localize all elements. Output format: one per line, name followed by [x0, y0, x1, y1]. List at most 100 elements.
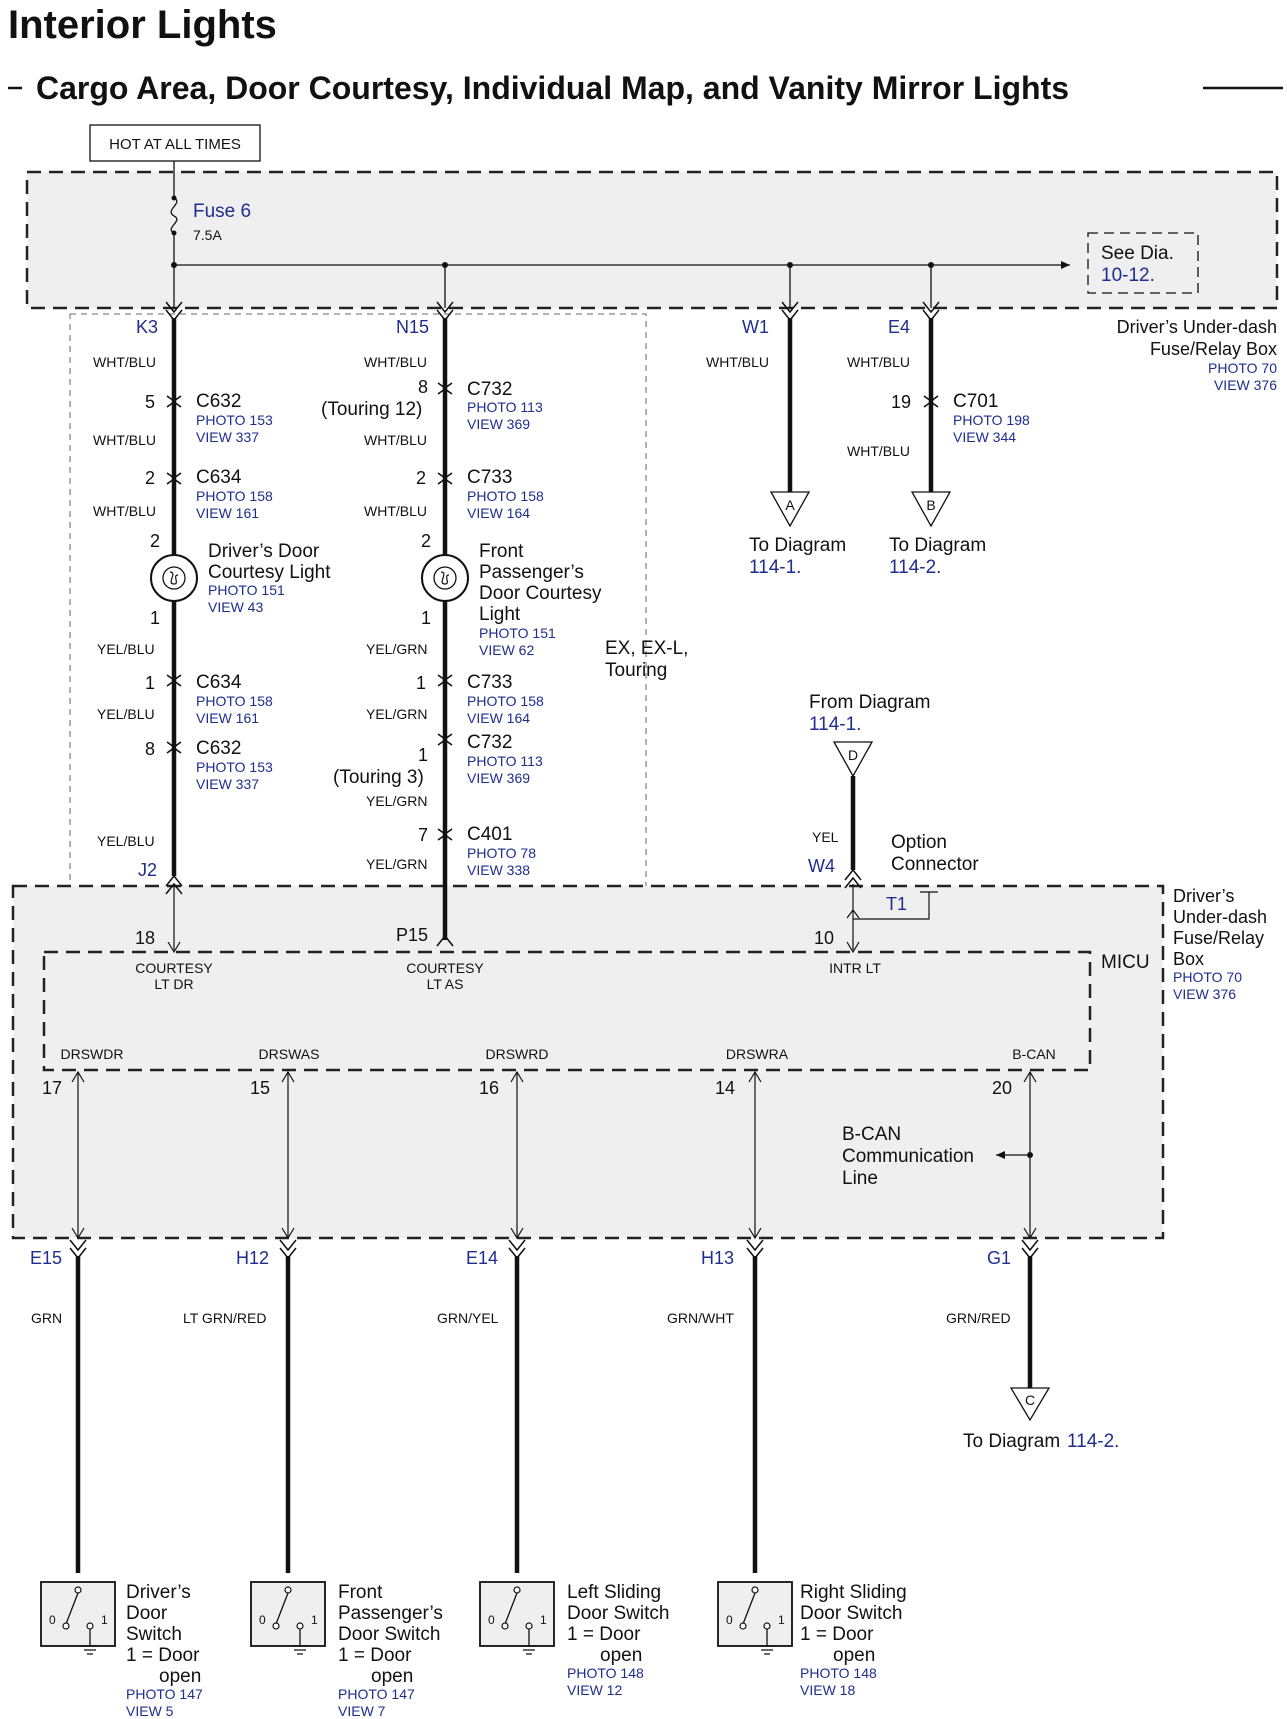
passenger-switch-name-3: Door Switch: [338, 1624, 440, 1645]
switch-pos-1: 1: [778, 1613, 785, 1627]
micu-drswas: DRSWAS: [259, 1046, 320, 1062]
c401-pin-7: 7: [418, 825, 428, 845]
switch-pos-1: 1: [311, 1613, 318, 1627]
light-dr-pin-2: 2: [150, 531, 160, 551]
wire-color-e4: WHT/BLU: [847, 354, 910, 370]
switch-contact: [751, 1586, 759, 1594]
wire-color-yg-3: YEL/GRN: [366, 793, 427, 809]
fuse-name: Fuse 6: [193, 201, 251, 222]
switch-leads: [71, 1070, 1037, 1240]
see-dia-box: [1087, 232, 1199, 294]
passenger-switch-name: Front: [338, 1582, 383, 1603]
c733-photo: PHOTO 158: [467, 488, 544, 504]
right-switch-state: 1 = Door: [800, 1624, 874, 1645]
connector-c632-bottom: [166, 741, 182, 754]
offpage-a-icon: [769, 491, 811, 528]
page-subtitle: Cargo Area, Door Courtesy, Individual Ma…: [36, 70, 1069, 106]
micu-courtesy-lt-dr: COURTESY: [135, 960, 213, 976]
c632-label-2: C632: [196, 738, 241, 759]
driver-light-photo: PHOTO 151: [208, 582, 285, 598]
light-as-pin-1: 1: [421, 608, 431, 628]
switch-contact: [513, 1586, 521, 1594]
passenger-door-light-icon: [421, 554, 469, 602]
micu-drswra: DRSWRA: [726, 1046, 789, 1062]
bulb-icon: [433, 566, 457, 590]
switch-pos-0: 0: [488, 1613, 495, 1627]
driver-switch-state-2: open: [159, 1666, 201, 1687]
passenger-light-photo: PHOTO 151: [479, 625, 556, 641]
pin-h13: H13: [701, 1248, 734, 1268]
micu-courtesy-lt-as-2: LT AS: [427, 976, 464, 992]
relay-box-mid-view: VIEW 376: [1173, 986, 1236, 1002]
bottom-wires: [75, 1256, 1033, 1573]
touring-3: (Touring 3): [333, 767, 424, 788]
bcan-line-label: B-CAN: [842, 1124, 901, 1145]
right-switch-name: Right Sliding: [800, 1582, 907, 1603]
relay-box-mid-name: Driver’s: [1173, 886, 1234, 906]
c634-photo-2: PHOTO 158: [196, 693, 273, 709]
wire-color-c701: WHT/BLU: [847, 443, 910, 459]
wire-color-yb-1: YEL/BLU: [97, 641, 155, 657]
switch-contact: [62, 1622, 70, 1630]
switch-contact: [739, 1622, 747, 1630]
wire-color-yb-3: YEL/BLU: [97, 833, 155, 849]
switch-contact: [272, 1622, 280, 1630]
offpage-c-icon: [1009, 1387, 1051, 1422]
bcan-line-label-2: Communication: [842, 1146, 974, 1167]
driver-light-name-2: Courtesy Light: [208, 562, 331, 583]
terminal-j2: [165, 874, 183, 895]
switch-pos-0: 0: [49, 1613, 56, 1627]
switch-pos-1: 1: [101, 1613, 108, 1627]
to-diagram-c-ref: 114-2.: [1067, 1431, 1119, 1452]
micu-drswdr: DRSWDR: [61, 1046, 124, 1062]
pin-e4: E4: [888, 317, 910, 337]
pin-t1: T1: [886, 894, 907, 914]
c733-view: VIEW 164: [467, 505, 530, 521]
wire-color-w1: WHT/BLU: [706, 354, 769, 370]
offpage-d-letter: D: [848, 747, 858, 763]
light-dr-pin-1: 1: [150, 608, 160, 628]
pin-18: 18: [135, 928, 155, 948]
micu-label: MICU: [1101, 952, 1150, 973]
c701-label: C701: [953, 391, 998, 412]
passenger-switch-photo: PHOTO 147: [338, 1686, 415, 1702]
c701-view: VIEW 344: [953, 429, 1016, 445]
passenger-switch-name-2: Passenger’s: [338, 1603, 443, 1624]
pin-w4: W4: [808, 856, 835, 876]
passenger-switch-view: VIEW 7: [338, 1703, 386, 1719]
left-switch-name-2: Door Switch: [567, 1603, 669, 1624]
pin-17: 17: [42, 1078, 62, 1098]
wire-color-c733: WHT/BLU: [364, 503, 427, 519]
c632-photo-2: PHOTO 153: [196, 759, 273, 775]
page-title: Interior Lights: [8, 3, 277, 47]
pin-w1: W1: [742, 317, 769, 337]
wire-color-c732: WHT/BLU: [364, 432, 427, 448]
c634-view: VIEW 161: [196, 505, 259, 521]
relay-box-top-photo: PHOTO 70: [1208, 360, 1277, 376]
wire-color-grn: GRN: [31, 1310, 62, 1326]
connector-c634-top: [166, 472, 182, 485]
driver-door-light-icon: [150, 554, 198, 602]
see-dia-ref: 10-12.: [1101, 265, 1155, 286]
micu-box: [42, 950, 1092, 1072]
driver-switch-name-2: Door: [126, 1603, 168, 1624]
c701-pin-19: 19: [891, 392, 911, 412]
terminal-p15: [436, 934, 454, 947]
pin-n15: N15: [396, 317, 429, 337]
wire-color-yel: YEL: [812, 829, 839, 845]
switch-pos-0: 0: [726, 1613, 733, 1627]
from-diagram-d-ref: 114-1.: [809, 714, 861, 735]
pin-g1: G1: [987, 1248, 1011, 1268]
c401-label: C401: [467, 824, 512, 845]
driver-light-view: VIEW 43: [208, 599, 263, 615]
left-sliding-door-switch: 0 1: [479, 1581, 555, 1655]
wire-color-yg-1: YEL/GRN: [366, 641, 427, 657]
switch-pos-0: 0: [259, 1613, 266, 1627]
hot-at-all-times-label: HOT AT ALL TIMES: [109, 136, 241, 153]
switch-contact: [525, 1622, 533, 1630]
switch-contact: [763, 1622, 771, 1630]
c634-label-2: C634: [196, 672, 242, 693]
c634-view-2: VIEW 161: [196, 710, 259, 726]
pin-16: 16: [479, 1078, 499, 1098]
